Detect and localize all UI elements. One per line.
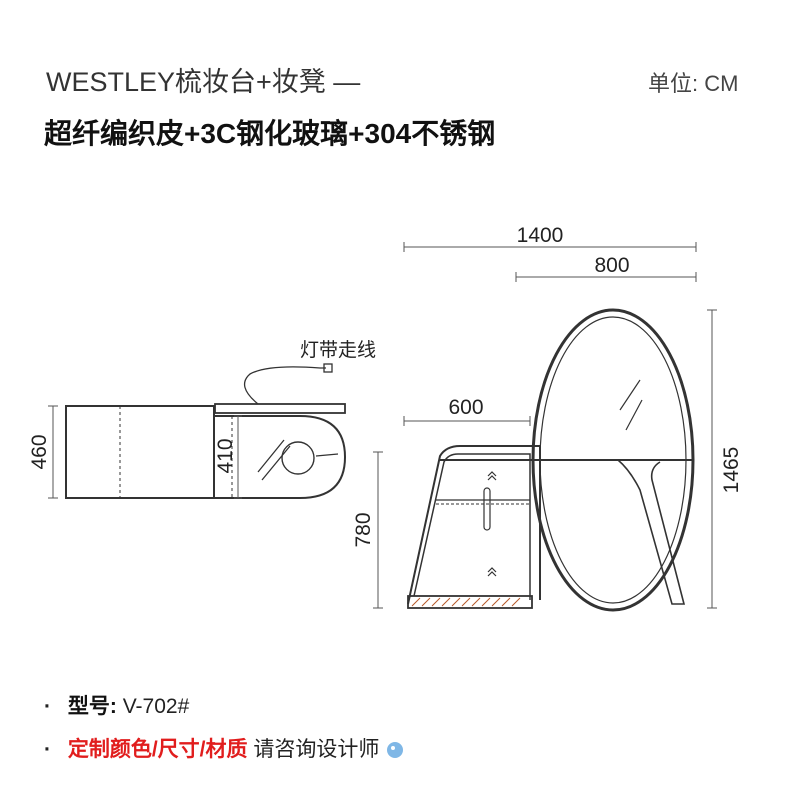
dim-410 [234,415,242,499]
custom-row: · 定制颜色/尺寸/材质 请咨询设计师 [44,733,404,763]
model-row: · 型号: V-702# [44,690,189,720]
dim-780 [373,451,383,609]
materials-subtitle: 超纤编织皮+3C钢化玻璃+304不锈钢 [44,118,496,149]
dim-total-height: 1465 [720,447,743,494]
bullet-dot: · [44,695,51,718]
water-drop-icon [387,742,404,758]
unit-label: 单位: CM [648,71,739,96]
page-title: WESTLEY梳妆台+妆凳 — [46,67,361,97]
desk-drawing [407,308,695,612]
dim-1400 [403,242,697,252]
dim-desk-height: 780 [352,512,375,547]
dim-600 [403,416,531,426]
custom-consult-text: 请咨询设计师 [253,738,380,761]
bullet-dot: · [44,738,51,761]
custom-highlight-text: 定制颜色/尺寸/材质 [67,738,248,761]
model-value: V-702# [122,695,190,718]
dim-mirror-width: 800 [594,254,629,277]
light-wiring-note: 灯带走线 [300,339,376,361]
dim-460 [48,405,58,499]
dim-800 [515,272,697,282]
dim-stool-height: 460 [28,434,51,469]
stool-drawing [65,363,347,499]
dim-1465 [707,309,717,609]
dim-desk-depth: 600 [448,396,483,419]
dim-total-width: 1400 [517,224,564,247]
dim-stool-inner-height: 410 [214,438,237,473]
model-label: 型号: [67,695,117,718]
